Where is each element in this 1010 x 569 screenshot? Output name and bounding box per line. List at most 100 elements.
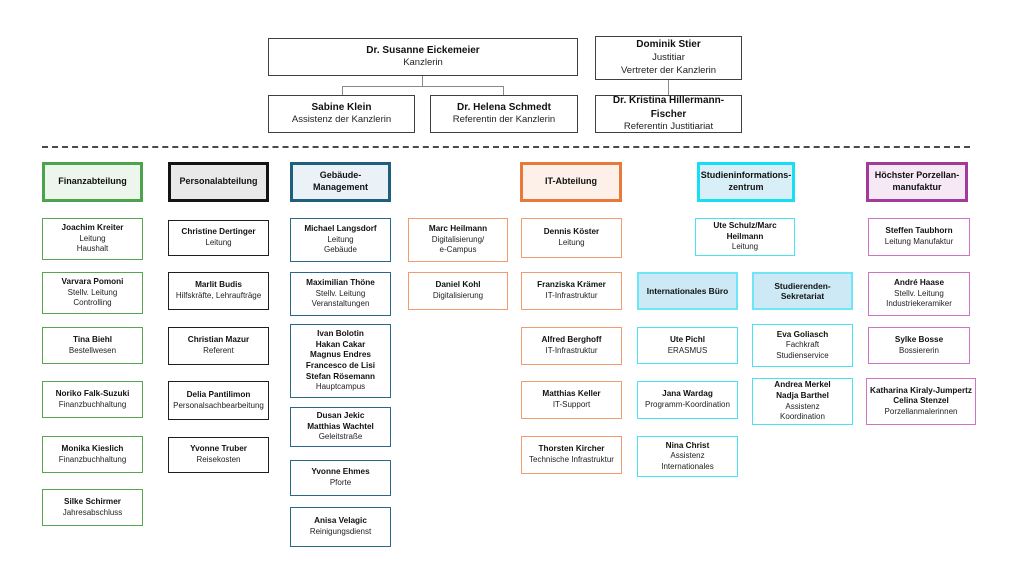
dashed-divider: [42, 146, 970, 148]
person-name: Dennis Köster: [543, 227, 600, 237]
person-name: Ute Pichl: [669, 334, 706, 344]
person-name: Yvonne Truber: [190, 444, 247, 454]
person-name: Jana Wardag: [662, 389, 713, 399]
person-name: Dr. Susanne Eickemeier: [366, 44, 480, 56]
person-name: Katharina Kiraly-Jumpertz Celina Stenzel: [870, 385, 972, 406]
person-role: Assistenz der Kanzlerin: [291, 114, 392, 126]
dept-header-studieninformationszentrum: Studieninformations- zentrum: [697, 162, 795, 202]
person-box-thorsten-kircher: Thorsten Kircher Technische Infrastruktu…: [521, 436, 622, 474]
connector-line: [422, 76, 423, 86]
person-box-anisa-velagic: Anisa Velagic Reinigungsdienst: [290, 507, 391, 547]
connector-line: [342, 86, 504, 87]
person-box-geleitstrasse-team: Dusan Jekic Matthias Wachtel Geleitstraß…: [290, 407, 391, 447]
person-box-daniel-kohl: Daniel Kohl Digitalisierung: [408, 272, 508, 310]
dept-header-gebaeude-management: Gebäude-Management: [290, 162, 391, 202]
person-name: Dominik Stier: [636, 39, 701, 51]
connector-line: [342, 87, 343, 95]
chancellor-assistant-box: Sabine Klein Assistenz der Kanzlerin: [268, 95, 415, 133]
person-role: Leitung: [558, 238, 585, 248]
subgroup-studierenden-sekretariat: Studierenden-Sekretariat: [752, 272, 853, 310]
person-box-christine-dertinger: Christine Dertinger Leitung: [168, 220, 269, 256]
person-role: Bossiererin: [898, 345, 939, 355]
person-role: Referentin Justitiariat: [623, 121, 714, 133]
person-box-andrea-merkel-nadja-barthel: Andrea Merkel Nadja Barthel Assistenz Ko…: [752, 378, 853, 425]
person-box-andre-haase: André Haase Stellv. Leitung Industrieker…: [868, 272, 970, 316]
person-name: Dr. Kristina Hillermann-Fischer: [612, 95, 725, 120]
person-name: Franziska Krämer: [537, 280, 606, 290]
dept-header-finanzabteilung: Finanzabteilung: [42, 162, 143, 202]
person-box-varvara-pomoni: Varvara Pomoni Stellv. Leitung Controlli…: [42, 272, 143, 314]
person-name: Ivan Bolotin Hakan Cakar Magnus Endres F…: [305, 329, 376, 381]
deputy-chancellor-box: Dominik Stier Justitiar Vertreter der Ka…: [595, 36, 742, 80]
person-role: Referent: [203, 346, 234, 356]
person-role: Technische Infrastruktur: [529, 455, 614, 465]
person-name: Alfred Berghoff: [541, 335, 602, 345]
person-role: Finanzbuchhaltung: [58, 399, 127, 409]
person-name: Anisa Velagic: [314, 516, 367, 526]
person-box-christian-mazur: Christian Mazur Referent: [168, 327, 269, 365]
person-role: Leitung: [205, 238, 232, 248]
person-box-marc-heilmann: Marc Heilmann Digitalisierung/ e-Campus: [408, 218, 508, 262]
person-box-nina-christ: Nina Christ Assistenz Internationales: [637, 436, 738, 477]
dept-header-porzellanmanufaktur: Höchster Porzellan- manufaktur: [866, 162, 968, 202]
person-name: Delia Pantilimon: [186, 389, 251, 399]
person-role: Reisekosten: [196, 455, 241, 465]
person-name: Dr. Helena Schmedt: [457, 101, 551, 113]
person-box-matthias-keller: Matthias Keller IT-Support: [521, 381, 622, 419]
connector-line: [668, 80, 669, 95]
person-role: Programm-Koordination: [645, 400, 730, 410]
person-role: Referentin der Kanzlerin: [452, 114, 556, 126]
person-name: Yvonne Ehmes: [311, 467, 370, 477]
person-box-yvonne-ehmes: Yvonne Ehmes Pforte: [290, 460, 391, 496]
person-box-sylke-bosse: Sylke Bosse Bossiererin: [868, 327, 970, 364]
person-role: Leitung Manufaktur: [884, 237, 954, 247]
person-name: André Haase: [893, 278, 945, 288]
person-box-tina-biehl: Tina Biehl Bestellwesen: [42, 327, 143, 364]
person-role: Stellv. Leitung Industriekeramiker: [886, 288, 952, 309]
person-name: Noriko Falk-Suzuki: [55, 388, 130, 398]
person-role: Digitalisierung: [432, 291, 484, 301]
person-box-monika-kieslich: Monika Kieslich Finanzbuchhaltung: [42, 436, 143, 473]
person-name: Nina Christ: [665, 440, 710, 450]
chancellor-box: Dr. Susanne Eickemeier Kanzlerin: [268, 38, 578, 76]
person-role: Leitung Haushalt: [76, 233, 109, 254]
person-box-hauptcampus-team: Ivan Bolotin Hakan Cakar Magnus Endres F…: [290, 324, 391, 398]
person-box-steffen-taubhorn: Steffen Taubhorn Leitung Manufaktur: [868, 218, 970, 256]
person-role: Pforte: [329, 478, 352, 488]
person-name: Marc Heilmann: [428, 224, 488, 234]
person-role: ERASMUS: [667, 345, 708, 355]
person-box-porzellanmalerinnen: Katharina Kiraly-Jumpertz Celina Stenzel…: [866, 378, 976, 425]
dept-header-personalabteilung: Personalabteilung: [168, 162, 269, 202]
person-name: Marlit Budis: [195, 280, 242, 290]
person-role: Leitung: [731, 242, 759, 252]
person-role: Stellv. Leitung Veranstaltungen: [311, 288, 370, 309]
person-role: Personalsachbearbeitung: [173, 400, 264, 410]
person-role: Kanzlerin: [403, 57, 443, 69]
person-role: Assistenz Internationales: [661, 451, 714, 471]
person-name: Varvara Pomoni: [61, 277, 124, 287]
person-box-maximilian-thoene: Maximilian Thöne Stellv. Leitung Veranst…: [290, 272, 391, 316]
person-box-michael-langsdorf: Michael Langsdorf Leitung Gebäude: [290, 218, 391, 262]
person-box-franziska-kraemer: Franziska Krämer IT-Infrastruktur: [521, 272, 622, 310]
person-name: Ute Schulz/Marc Heilmann: [713, 221, 777, 241]
person-name: Daniel Kohl: [435, 280, 481, 290]
person-name: Monika Kieslich: [61, 443, 124, 453]
person-name: Sylke Bosse: [894, 334, 944, 344]
person-box-jana-wardag: Jana Wardag Programm-Koordination: [637, 381, 738, 419]
person-name: Matthias Keller: [542, 389, 601, 399]
person-box-yvonne-truber: Yvonne Truber Reisekosten: [168, 437, 269, 473]
person-role: Reinigungsdienst: [309, 527, 372, 537]
person-role: IT-Infrastruktur: [545, 346, 598, 356]
person-name: Thorsten Kircher: [538, 444, 605, 454]
chancellor-referentin-box: Dr. Helena Schmedt Referentin der Kanzle…: [430, 95, 578, 133]
person-box-eva-goliasch: Eva Goliasch Fachkraft Studienservice: [752, 324, 853, 367]
person-name: Steffen Taubhorn: [885, 226, 953, 236]
person-name: Tina Biehl: [73, 334, 112, 344]
person-role: Jahresabschluss: [62, 507, 123, 517]
person-name: Andrea Merkel Nadja Barthel: [774, 380, 831, 401]
person-box-delia-pantilimon: Delia Pantilimon Personalsachbearbeitung: [168, 381, 269, 420]
person-name: Maximilian Thöne: [306, 278, 375, 288]
person-name: Eva Goliasch: [776, 329, 829, 339]
person-role: Digitalisierung/ e-Campus: [431, 234, 485, 255]
